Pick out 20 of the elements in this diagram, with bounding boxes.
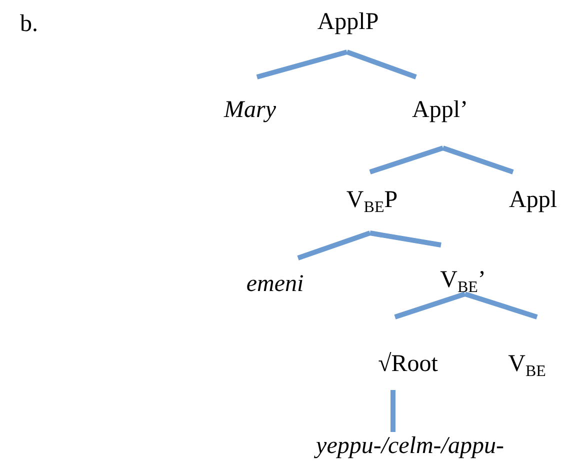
- node-label: √Root: [378, 317, 438, 390]
- node-label: Appl: [509, 172, 557, 214]
- tree-branch: [464, 292, 538, 320]
- node-label: Appl’: [412, 77, 468, 148]
- tree-branch: [346, 50, 417, 80]
- tree-branch: [394, 292, 466, 320]
- node-label: V$_{BE}$P: [346, 172, 398, 233]
- tree-branch: [297, 230, 371, 260]
- tree-branch: [369, 146, 444, 174]
- node-label: yeppu-/celm-/appu-: [316, 432, 504, 460]
- item-marker: b.: [20, 10, 38, 38]
- node-label: V$_{BE}$: [508, 317, 546, 378]
- node-label: ApplP: [317, 8, 379, 52]
- tree-branch: [256, 50, 348, 80]
- node-label: Mary: [224, 77, 276, 124]
- tree-branch: [442, 146, 514, 174]
- tree-branch: [370, 230, 442, 248]
- node-label: emeni: [246, 258, 304, 298]
- node-label: V$_{BE}$’: [440, 245, 486, 294]
- tree-branch: [390, 390, 396, 432]
